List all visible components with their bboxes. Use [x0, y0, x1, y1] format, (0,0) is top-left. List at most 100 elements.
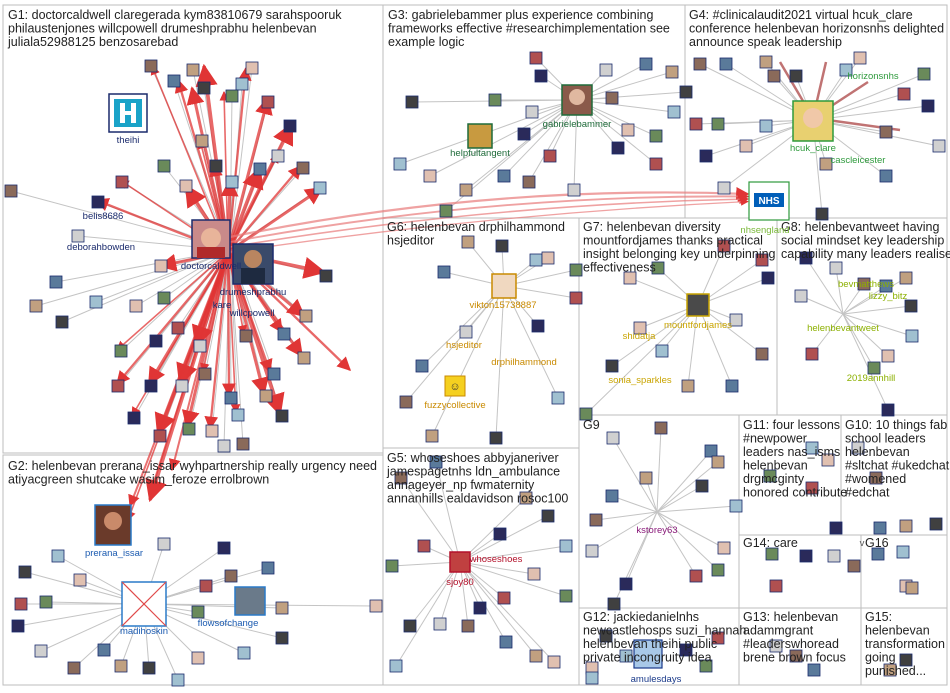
small-node[interactable] [819, 157, 833, 171]
small-node[interactable] [551, 391, 565, 405]
small-node[interactable] [805, 441, 819, 455]
small-node[interactable] [525, 105, 539, 119]
small-node[interactable] [761, 271, 775, 285]
small-node[interactable] [704, 444, 718, 458]
small-node[interactable] [157, 537, 171, 551]
small-node[interactable] [589, 513, 603, 527]
small-node[interactable] [167, 74, 181, 88]
small-node[interactable] [267, 367, 281, 381]
small-node[interactable] [649, 157, 663, 171]
small-node[interactable] [73, 573, 87, 587]
small-node[interactable] [633, 321, 647, 335]
small-node[interactable] [585, 671, 599, 685]
small-node[interactable] [67, 661, 81, 675]
small-node[interactable] [559, 539, 573, 553]
flowsofchange-avatar[interactable] [234, 586, 266, 616]
small-node[interactable] [127, 411, 141, 425]
small-node[interactable] [767, 69, 781, 83]
small-node[interactable] [459, 325, 473, 339]
small-node[interactable] [49, 275, 63, 289]
vikton-avatar[interactable] [491, 273, 517, 299]
small-node[interactable] [403, 619, 417, 633]
small-node[interactable] [871, 547, 885, 561]
small-node[interactable] [385, 559, 399, 573]
small-node[interactable] [417, 539, 431, 553]
small-node[interactable] [899, 271, 913, 285]
small-node[interactable] [529, 51, 543, 65]
small-node[interactable] [195, 134, 209, 148]
small-node[interactable] [488, 93, 502, 107]
small-node[interactable] [154, 259, 168, 273]
small-node[interactable] [111, 379, 125, 393]
small-node[interactable] [839, 63, 853, 77]
small-node[interactable] [619, 649, 633, 663]
small-node[interactable] [623, 271, 637, 285]
small-node[interactable] [55, 315, 69, 329]
doctorcaldwell-avatar[interactable] [191, 219, 231, 259]
small-node[interactable] [489, 431, 503, 445]
small-node[interactable] [531, 319, 545, 333]
small-node[interactable] [529, 253, 543, 267]
small-node[interactable] [495, 239, 509, 253]
small-node[interactable] [519, 491, 533, 505]
small-node[interactable] [897, 87, 911, 101]
small-node[interactable] [639, 471, 653, 485]
small-node[interactable] [237, 646, 251, 660]
theihi-node[interactable] [108, 93, 148, 133]
small-node[interactable] [439, 204, 453, 218]
small-node[interactable] [917, 67, 931, 81]
small-node[interactable] [896, 545, 910, 559]
small-node[interactable] [873, 521, 887, 535]
small-node[interactable] [805, 347, 819, 361]
small-node[interactable] [699, 149, 713, 163]
small-node[interactable] [881, 403, 895, 417]
small-node[interactable] [711, 563, 725, 577]
small-node[interactable] [527, 567, 541, 581]
drumeshprabhu-avatar[interactable] [232, 243, 274, 285]
small-node[interactable] [867, 361, 881, 375]
small-node[interactable] [794, 289, 808, 303]
small-node[interactable] [191, 605, 205, 619]
small-node[interactable] [283, 119, 297, 133]
small-node[interactable] [319, 269, 333, 283]
small-node[interactable] [71, 229, 85, 243]
small-node[interactable] [11, 619, 25, 633]
small-node[interactable] [261, 95, 275, 109]
small-node[interactable] [605, 359, 619, 373]
small-node[interactable] [253, 162, 267, 176]
small-node[interactable] [299, 309, 313, 323]
small-node[interactable] [799, 251, 813, 265]
small-node[interactable] [114, 344, 128, 358]
small-node[interactable] [599, 629, 613, 643]
small-node[interactable] [857, 277, 871, 291]
amulesdays-node[interactable] [633, 639, 663, 669]
mountfordjames-avatar[interactable] [686, 293, 710, 317]
small-node[interactable] [433, 617, 447, 631]
small-node[interactable] [399, 395, 413, 409]
small-node[interactable] [296, 161, 310, 175]
small-node[interactable] [725, 379, 739, 393]
small-node[interactable] [239, 329, 253, 343]
small-node[interactable] [369, 599, 383, 613]
small-node[interactable] [789, 649, 803, 663]
small-node[interactable] [497, 591, 511, 605]
small-node[interactable] [461, 619, 475, 633]
nhs-logo-node[interactable]: NHS [748, 181, 790, 221]
small-node[interactable] [179, 179, 193, 193]
small-node[interactable] [209, 159, 223, 173]
small-node[interactable] [198, 367, 212, 381]
small-node[interactable] [394, 471, 408, 485]
small-node[interactable] [879, 125, 893, 139]
small-node[interactable] [679, 85, 693, 99]
small-node[interactable] [543, 149, 557, 163]
small-node[interactable] [579, 407, 593, 421]
small-node[interactable] [157, 159, 171, 173]
small-node[interactable] [853, 51, 867, 65]
small-node[interactable] [393, 157, 407, 171]
small-node[interactable] [275, 631, 289, 645]
small-node[interactable] [904, 299, 918, 313]
small-node[interactable] [389, 659, 403, 673]
small-node[interactable] [827, 549, 841, 563]
small-node[interactable] [423, 169, 437, 183]
small-node[interactable] [97, 643, 111, 657]
